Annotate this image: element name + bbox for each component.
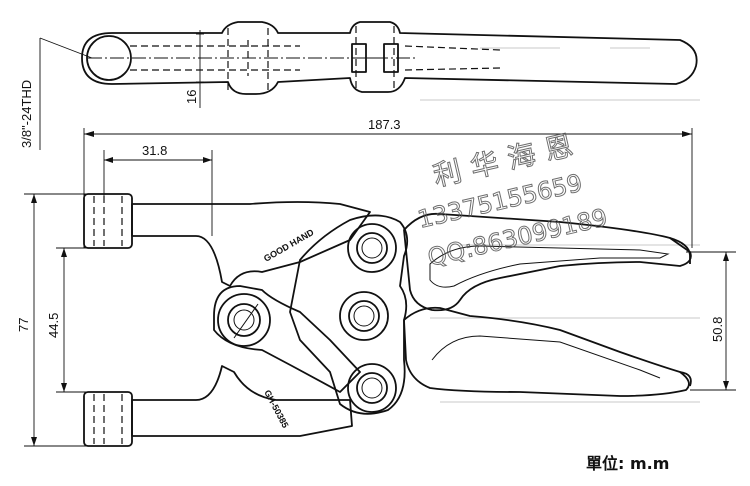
pivot-middle [339, 291, 389, 341]
model-stamp: GH-50385 [262, 388, 290, 429]
pivot-upper [347, 223, 397, 273]
unit-label: 單位: m.m [586, 454, 669, 473]
top-width-label: 16 [184, 90, 199, 104]
dim-overall-height: 77 [16, 193, 86, 447]
handle-height-label: 50.8 [710, 317, 725, 342]
jaw-depth-label: 31.8 [142, 143, 167, 158]
overall-height-label: 77 [16, 318, 31, 332]
dim-handle-height: 50.8 [686, 251, 736, 391]
dim-jaw-opening: 44.5 [46, 247, 100, 393]
thread-label: 3/8"-24THD [19, 80, 34, 148]
top-view [81, 21, 698, 95]
pivot-lower [347, 363, 397, 413]
jaw-opening-label: 44.5 [46, 313, 61, 338]
upper-jaw-pad [83, 193, 133, 249]
overall-length-label: 187.3 [368, 117, 401, 132]
pivot-left [217, 293, 271, 347]
dim-overall-length: 187.3 [83, 117, 693, 248]
dim-jaw-depth: 31.8 [103, 143, 213, 236]
dim-top-width: 16 [184, 30, 204, 108]
lower-jaw-pad [83, 391, 133, 447]
watermark: 利华海恩 13375155659 QQ:863099189 [415, 126, 611, 272]
thread-callout: 3/8"-24THD [19, 37, 93, 150]
background-ghost-lines [420, 47, 700, 403]
